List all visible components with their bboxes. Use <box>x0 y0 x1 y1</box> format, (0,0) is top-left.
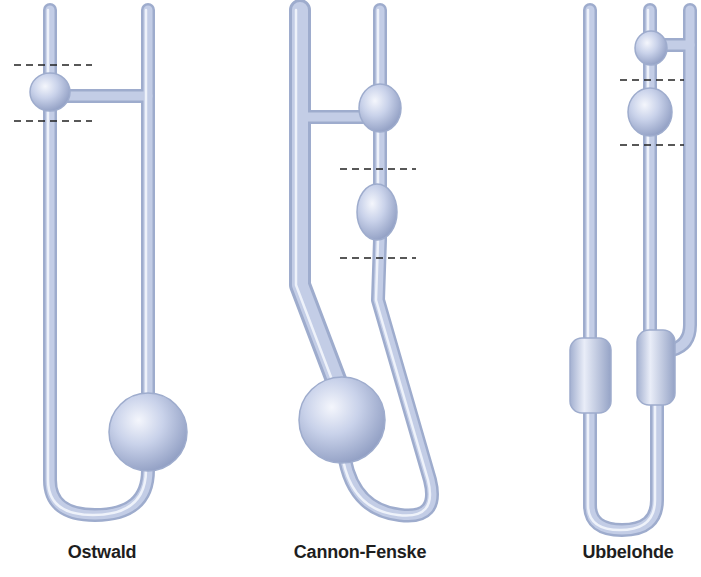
instrument-name: Ubbelohde <box>582 542 673 563</box>
instrument-name: Ostwald <box>68 542 137 563</box>
ostwald-viscometer <box>14 10 187 515</box>
ubbelohde-viscometer <box>570 10 690 530</box>
instrument-name: Cannon-Fenske <box>294 542 426 563</box>
cannon-fenske-viscometer <box>296 10 432 516</box>
